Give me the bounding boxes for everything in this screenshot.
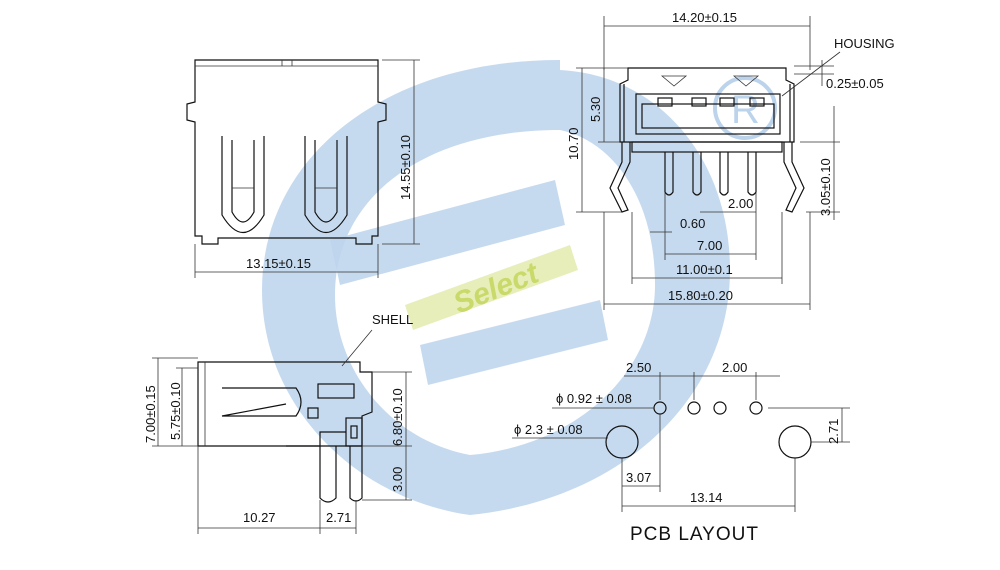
pin-width-dim: 0.60 bbox=[680, 216, 705, 231]
side-depth-dim: 10.27 bbox=[243, 510, 276, 525]
watermark-text: Select bbox=[449, 256, 545, 320]
housing-label: HOUSING bbox=[834, 36, 895, 51]
outer-pin-span-dim: 7.00 bbox=[697, 238, 722, 253]
pcb-layout-title: PCB LAYOUT bbox=[630, 524, 759, 545]
side-pin-height-dim: 6.80±0.10 bbox=[390, 388, 405, 446]
registered-mark-ring bbox=[713, 76, 777, 140]
clip-span-dim: 11.00±0.1 bbox=[676, 262, 733, 277]
watermark-stripe-upper bbox=[330, 180, 565, 285]
upper-height-dim: 5.30 bbox=[588, 97, 603, 122]
pcb-small-hole-dim: ϕ 0.92 ± 0.08 bbox=[556, 391, 632, 406]
pcb-hole-span-dim: 13.14 bbox=[690, 490, 723, 505]
watermark-stripe-lower bbox=[420, 300, 608, 385]
front-width-dim: 13.15±0.15 bbox=[246, 256, 311, 271]
clip-height-dim: 3.05±0.10 bbox=[818, 158, 833, 216]
shell-label: SHELL bbox=[372, 312, 413, 327]
housing-gap-dim: 0.25±0.05 bbox=[826, 76, 884, 91]
pcb-hole-offset-dim: 3.07 bbox=[626, 470, 651, 485]
side-inner-height-dim: 5.75±0.10 bbox=[168, 382, 183, 440]
pin-pitch-dim: 2.00 bbox=[728, 196, 753, 211]
front-height-dim: 14.55±0.10 bbox=[398, 135, 413, 200]
pcb-large-hole-dim: ϕ 2.3 ± 0.08 bbox=[514, 422, 583, 437]
pcb-row-offset-dim: 2.71 bbox=[826, 419, 841, 444]
side-total-height-dim: 7.00±0.15 bbox=[143, 385, 158, 443]
pcb-layout: 2.50 2.00 ϕ 0.92 ± 0.08 ϕ 2.3 ± 0.08 2.7… bbox=[512, 360, 850, 545]
overall-height-dim: 10.70 bbox=[566, 127, 581, 160]
side-view: SHELL 7.00±0.15 5.75±0.10 6.80±0.10 3.00… bbox=[143, 312, 413, 534]
side-leg-length-dim: 3.00 bbox=[390, 467, 405, 492]
side-offset-dim: 2.71 bbox=[326, 510, 351, 525]
end-view: 14.20±0.15 HOUSING 0.25±0.05 3.05±0.10 5… bbox=[566, 10, 895, 310]
board-width-dim: 15.80±0.20 bbox=[668, 288, 733, 303]
end-width-dim: 14.20±0.15 bbox=[672, 10, 737, 25]
front-view: 14.55±0.10 13.15±0.15 bbox=[186, 59, 420, 278]
pcb-pitch-outer-dim: 2.50 bbox=[626, 360, 651, 375]
registered-mark-letter: R bbox=[731, 88, 760, 132]
watermark-text-band bbox=[405, 245, 578, 330]
pcb-pitch-inner-dim: 2.00 bbox=[722, 360, 747, 375]
